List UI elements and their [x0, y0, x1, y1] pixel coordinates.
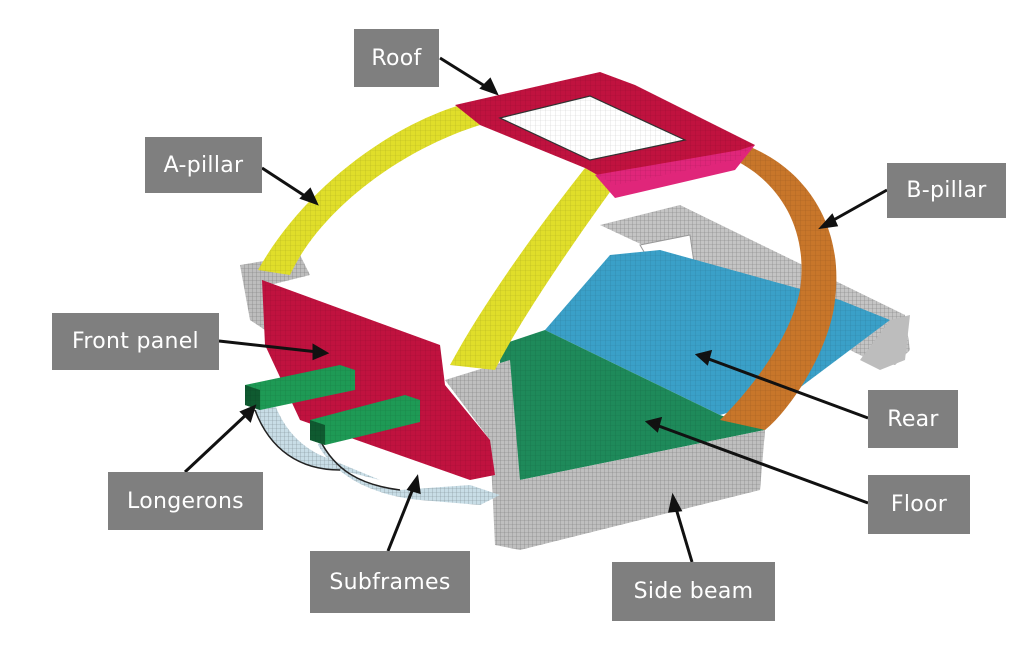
arrowhead-side-beam: [668, 492, 683, 513]
arrowhead-front-panel: [312, 343, 330, 361]
arrow-rear: [705, 356, 869, 420]
arrowhead-a-pillar: [299, 187, 319, 206]
floor-panel: [500, 330, 765, 480]
label-floor: Floor: [868, 475, 970, 534]
arrowhead-subframes: [406, 474, 421, 495]
label-roof: Roof: [354, 29, 439, 87]
label-b-pillar: B-pillar: [887, 163, 1006, 218]
arrowhead-longerons: [239, 404, 257, 423]
label-side-beam: Side beam: [612, 562, 775, 621]
arrow-b-pillar: [829, 188, 888, 224]
subframes: [254, 405, 500, 505]
leader-lines: [183, 56, 888, 563]
label-front-panel: Front panel: [52, 313, 219, 370]
arrow-side-beam: [673, 504, 694, 563]
arrow-longerons: [183, 411, 250, 474]
arrow-a-pillar: [261, 166, 309, 200]
arrowhead-rear: [694, 349, 713, 366]
arrowhead-roof: [479, 77, 499, 96]
arrowhead-floor: [644, 416, 663, 433]
label-rear: Rear: [868, 390, 958, 448]
arrow-front-panel: [218, 339, 319, 354]
longerons: [245, 365, 420, 445]
label-a-pillar: A-pillar: [145, 137, 262, 193]
arrow-subframes: [386, 485, 416, 552]
side-beam: [240, 255, 910, 550]
arrow-roof: [439, 56, 489, 90]
front-panel: [262, 280, 495, 480]
a-pillar: [258, 105, 615, 370]
arrowhead-b-pillar: [818, 213, 839, 230]
label-subframes: Subframes: [310, 551, 470, 613]
label-longerons: Longerons: [108, 472, 263, 530]
roof: [455, 72, 755, 198]
arrow-floor: [655, 423, 869, 505]
